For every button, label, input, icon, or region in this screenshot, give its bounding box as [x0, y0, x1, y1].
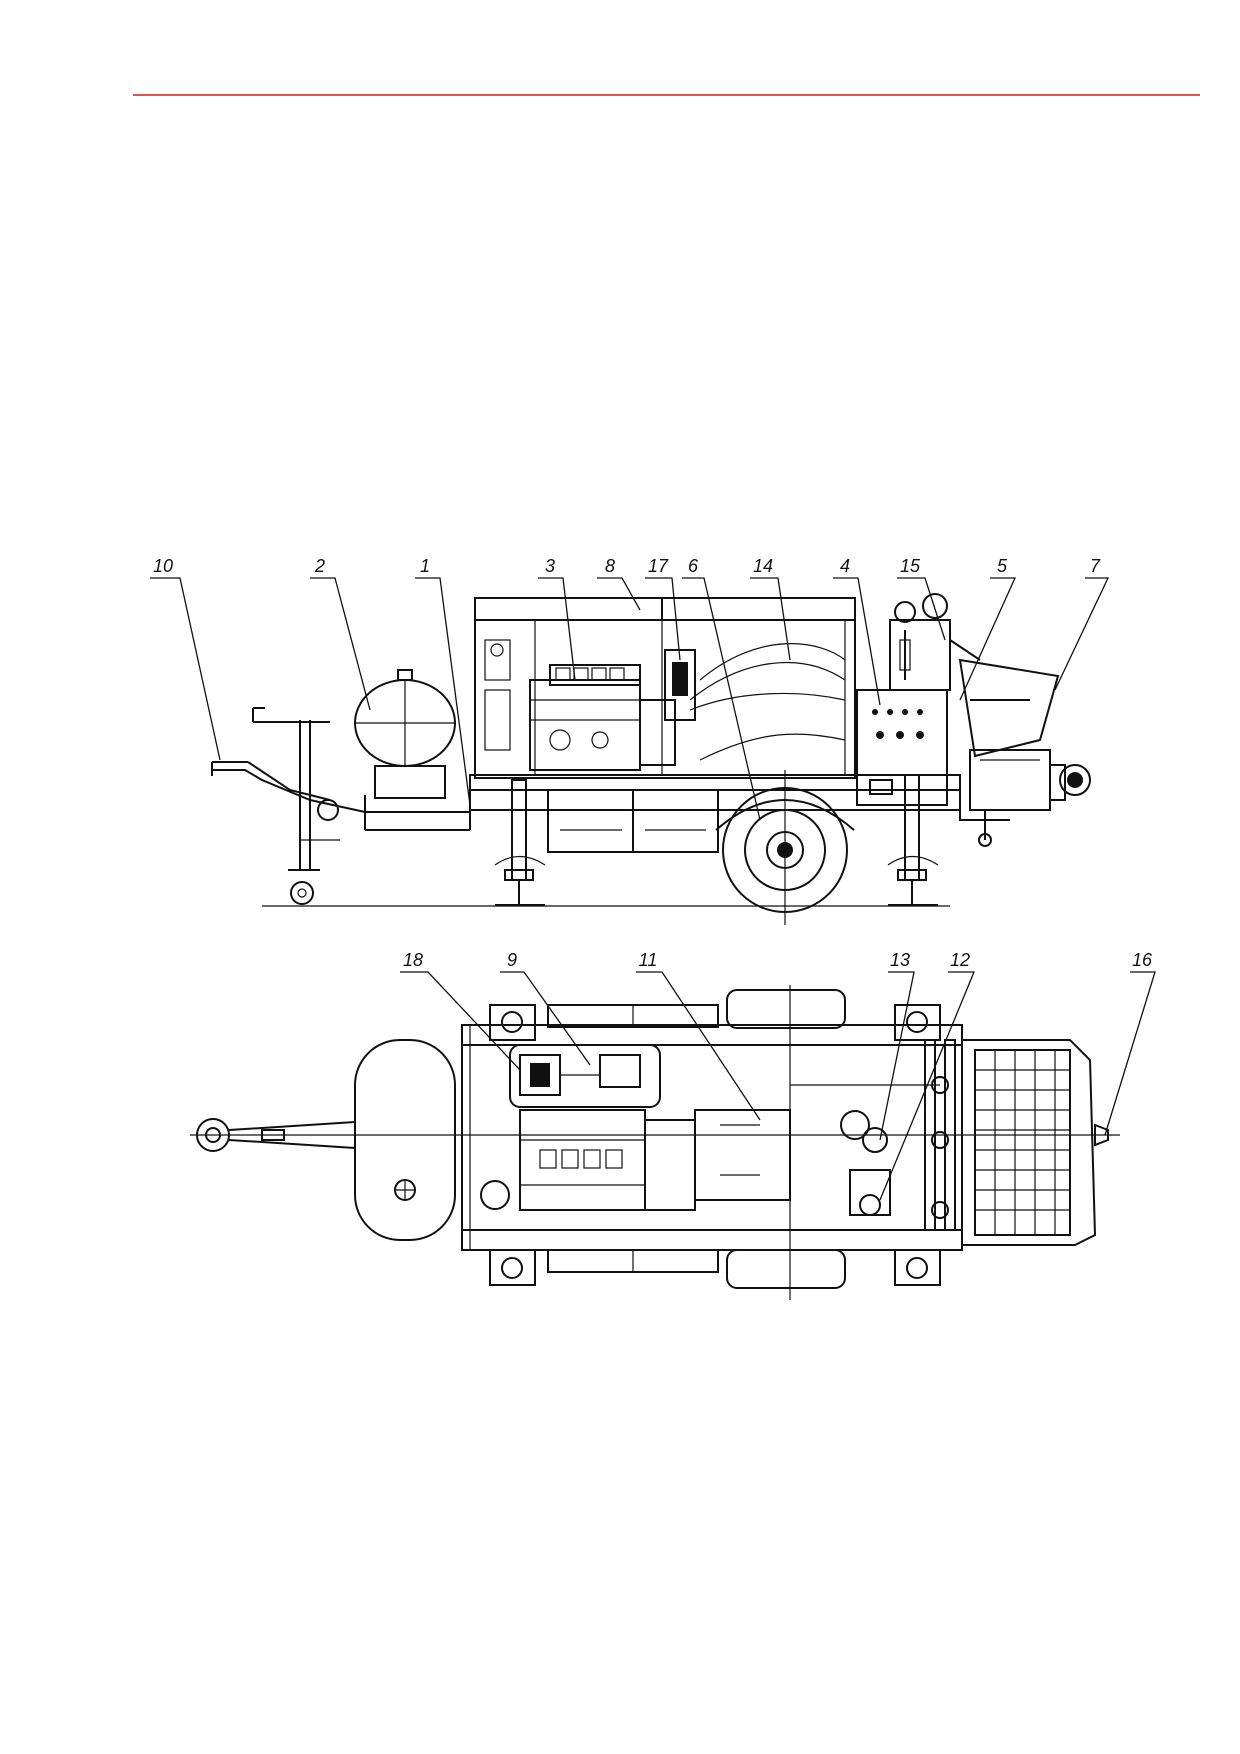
callout-2: 2	[310, 556, 371, 711]
callout-12: 12	[879, 950, 975, 1201]
svg-text:14: 14	[753, 556, 773, 576]
callout-11: 11	[636, 950, 761, 1121]
callout-10: 10	[150, 556, 221, 761]
svg-text:5: 5	[997, 556, 1008, 576]
callout-3: 3	[538, 556, 576, 681]
callout-13: 13	[879, 950, 915, 1141]
header-rule	[133, 94, 1200, 96]
side-view	[211, 593, 1091, 925]
svg-text:2: 2	[314, 556, 325, 576]
callout-15: 15	[897, 556, 946, 641]
svg-text:17: 17	[648, 556, 669, 576]
svg-text:10: 10	[153, 556, 173, 576]
callout-7: 7	[1054, 556, 1110, 691]
callout-14: 14	[750, 556, 791, 661]
top-view-callouts: 18 9 11 13 12 16	[400, 950, 1156, 1201]
callout-17: 17	[645, 556, 681, 661]
callout-1: 1	[415, 556, 471, 806]
svg-text:12: 12	[950, 950, 970, 970]
callout-18: 18	[400, 950, 521, 1071]
svg-text:7: 7	[1090, 556, 1101, 576]
svg-text:8: 8	[605, 556, 615, 576]
svg-text:18: 18	[403, 950, 423, 970]
svg-text:3: 3	[545, 556, 555, 576]
svg-text:1: 1	[420, 556, 430, 576]
svg-text:15: 15	[900, 556, 921, 576]
callout-6: 6	[682, 556, 761, 821]
callout-8: 8	[597, 556, 641, 611]
svg-text:4: 4	[840, 556, 850, 576]
callout-9: 9	[500, 950, 591, 1066]
callout-4: 4	[833, 556, 881, 706]
svg-text:16: 16	[1132, 950, 1153, 970]
svg-text:13: 13	[890, 950, 910, 970]
callout-5: 5	[959, 556, 1017, 701]
svg-text:6: 6	[688, 556, 699, 576]
side-view-callouts: 10 2 1 3 8 17 6 14	[150, 556, 1110, 821]
svg-text:9: 9	[507, 950, 517, 970]
callout-16: 16	[1104, 950, 1156, 1136]
top-view	[190, 985, 1120, 1300]
svg-text:11: 11	[639, 950, 658, 970]
